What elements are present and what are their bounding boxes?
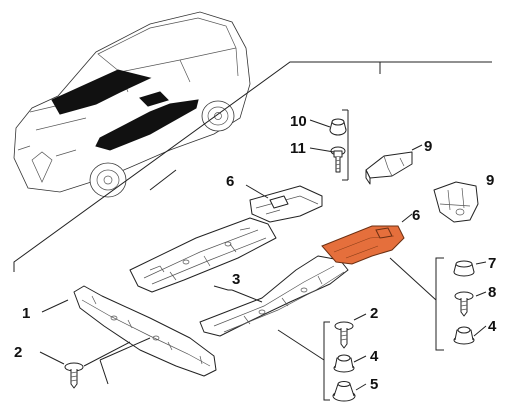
nut-part-7: [453, 260, 475, 277]
clip-part-5: [332, 381, 356, 402]
callout-4-center: 4: [370, 348, 379, 365]
callout-10: 10: [290, 113, 307, 130]
underbody-tray-part-3-rear: [199, 255, 349, 337]
callout-9-large-bracket: 9: [486, 172, 494, 189]
bolt-part-11: [330, 146, 346, 173]
nut-part-4-center: [333, 354, 355, 373]
underbody-panel-rear-marker: [95, 99, 199, 151]
callout-5: 5: [370, 376, 378, 393]
underbody-panel-front-marker: [51, 69, 152, 115]
callout-8: 8: [488, 284, 496, 301]
shield-part-6-highlighted: [321, 225, 405, 265]
callout-9-small-bracket: 9: [424, 138, 432, 155]
callout-6-upper: 6: [226, 173, 234, 190]
screw-part-2-left: [64, 362, 84, 389]
callout-1: 1: [22, 305, 30, 322]
callout-7: 7: [488, 255, 496, 272]
shield-part-6-upper: [249, 185, 323, 223]
callout-11: 11: [290, 140, 306, 157]
car-illustration: [13, 11, 251, 198]
underbody-tray-part-3-front: [129, 217, 277, 293]
callout-4-right: 4: [488, 318, 497, 335]
screw-part-2-center: [334, 321, 354, 349]
callout-2-center: 2: [370, 305, 378, 322]
clip-part-10: [329, 118, 347, 136]
splash-shield-part-1: [73, 285, 217, 377]
callout-3: 3: [232, 271, 240, 288]
callout-2-left: 2: [14, 344, 22, 361]
group-frame-line: [13, 61, 381, 272]
screw-part-8: [454, 291, 474, 317]
bracket-part-9-small: [365, 151, 413, 185]
nut-part-4-right: [453, 326, 475, 345]
callout-6-highlighted: 6: [412, 207, 420, 224]
bracket-part-9-large: [433, 181, 479, 223]
